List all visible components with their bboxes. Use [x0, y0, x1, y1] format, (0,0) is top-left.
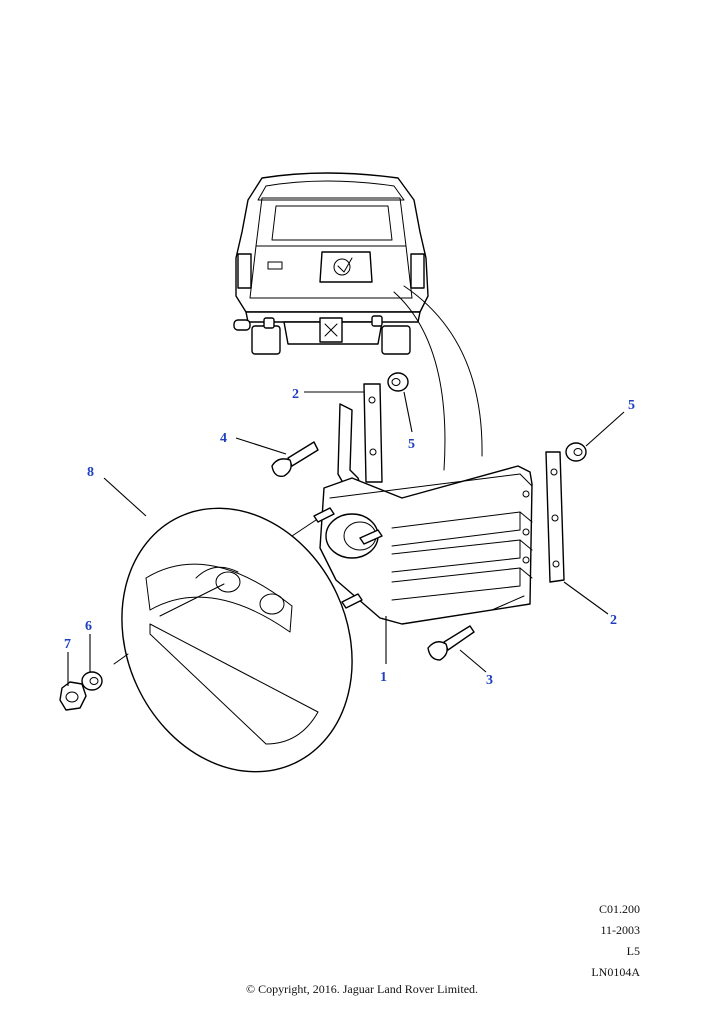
- grommet-5-right: [565, 442, 587, 462]
- leader-lines: [67, 391, 625, 686]
- callout-1[interactable]: 1: [380, 670, 387, 685]
- callout-8[interactable]: 8: [87, 465, 94, 480]
- spare-wheel-cover: [113, 507, 353, 773]
- vehicle-rear-view: [233, 172, 483, 471]
- callout-7[interactable]: 7: [64, 637, 71, 652]
- wheel-carrier-bracket: [279, 383, 533, 625]
- bolt-3: [427, 625, 475, 661]
- callout-3[interactable]: 3: [486, 673, 493, 688]
- bolt-4: [271, 441, 319, 477]
- revision-date: 11-2003: [600, 923, 640, 937]
- wheel-nut-7: [59, 681, 87, 711]
- callout-6[interactable]: 6: [85, 619, 92, 634]
- callout-4[interactable]: 4: [220, 431, 227, 446]
- model-code: L5: [626, 944, 640, 958]
- section-code: C01.200: [598, 902, 640, 916]
- grommet-5-left: [387, 372, 409, 392]
- copyright-notice: © Copyright, 2016. Jaguar Land Rover Lim…: [245, 982, 479, 996]
- clamp-plate: [545, 451, 565, 583]
- washer-6: [81, 671, 103, 691]
- callout-5-right[interactable]: 5: [628, 398, 635, 413]
- wheel-studs: [313, 507, 383, 609]
- callout-2-lower[interactable]: 2: [610, 613, 617, 628]
- callouts: 2 4 5 5 8 6 7 1 3 2: [64, 387, 635, 688]
- illustration-code: LN0104A: [591, 965, 640, 979]
- callout-2-upper[interactable]: 2: [292, 387, 299, 402]
- callout-5-left[interactable]: 5: [408, 437, 415, 452]
